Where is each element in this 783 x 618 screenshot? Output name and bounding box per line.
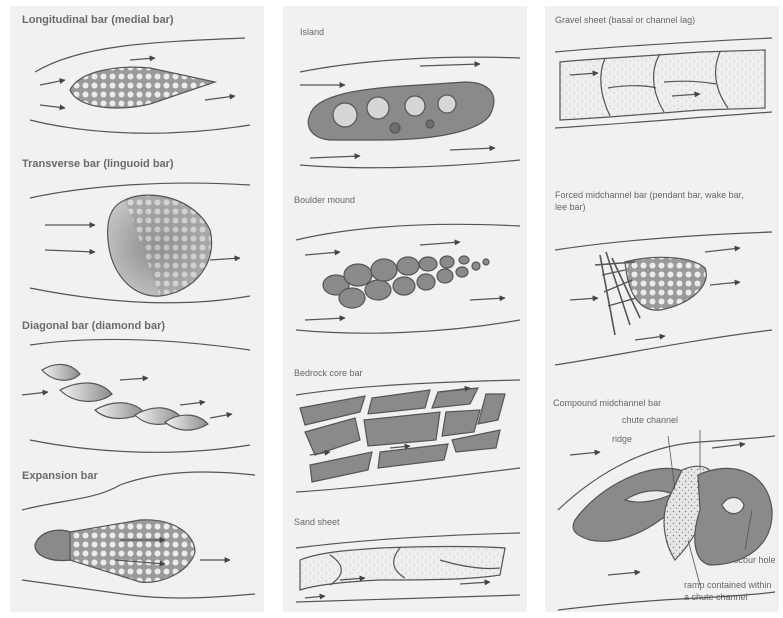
- sand-sheet-diagram: [296, 533, 520, 602]
- expansion-bar-diagram: [22, 472, 255, 598]
- transverse-bar-diagram: [30, 183, 250, 303]
- forced-midchannel-bar-diagram: [555, 232, 772, 365]
- bedrock-core-bar-diagram: [296, 380, 520, 492]
- compound-midchannel-bar-diagram: [558, 430, 775, 610]
- gravel-sheet-diagram: [555, 38, 772, 128]
- diagonal-bar-diagram: [22, 340, 250, 453]
- longitudinal-bar-diagram: [30, 38, 250, 133]
- boulder-mound-diagram: [296, 224, 520, 333]
- island-diagram: [300, 57, 520, 168]
